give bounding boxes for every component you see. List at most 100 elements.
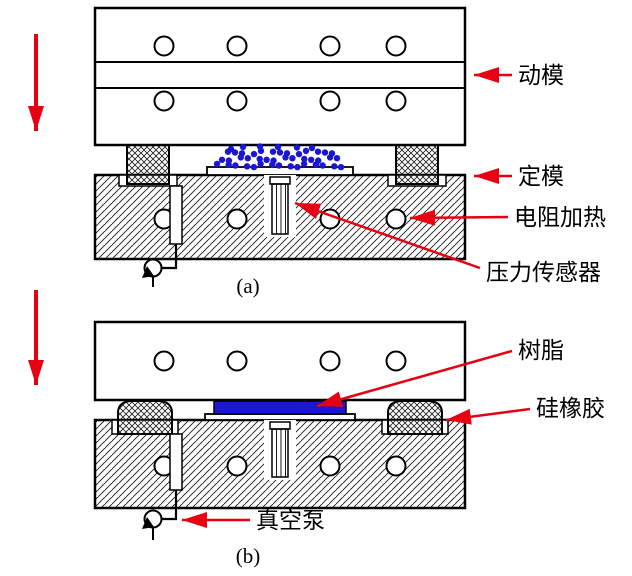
text-labels: 动模 定模 电阻加热 压力传感器 树脂 硅橡胶 真空泵 [256, 63, 606, 533]
resin-granule-dot [294, 163, 301, 171]
heating-hole [385, 350, 407, 372]
heating-hole [226, 208, 248, 230]
resin-granule-dot [300, 160, 308, 168]
resin-granule-dot [213, 160, 221, 168]
heating-hole [385, 90, 407, 112]
resin-granule-dot [283, 150, 291, 157]
heating-hole [226, 455, 248, 477]
resin-granule-dot [315, 157, 322, 164]
silicone-seal-left [117, 400, 173, 435]
resin-granule-dot [274, 143, 282, 151]
resin-granule-dot [256, 143, 264, 150]
resistance-heating-pointer-arrow [409, 209, 509, 226]
resin-granule-dot [244, 155, 251, 162]
resin-granule-dot [293, 144, 301, 151]
resin-granule-dot [308, 144, 316, 152]
label-fixed-mold: 定模 [518, 164, 564, 189]
resin-granule-dot [319, 162, 326, 169]
label-resin: 树脂 [518, 338, 564, 363]
resin-granule-dot [250, 163, 258, 171]
guide-post-left [126, 144, 170, 185]
vacuum-line-a [142, 185, 183, 287]
resin-granule-dot [337, 163, 345, 171]
heating-hole [385, 35, 407, 57]
heating-hole [385, 455, 407, 477]
guide-post-right [395, 144, 439, 185]
resin-granule-dot [302, 147, 310, 155]
resin-granule-dot [321, 149, 329, 156]
resin-granule-dot [276, 149, 284, 156]
heating-hole [226, 350, 248, 372]
resin-granule-dot [287, 163, 294, 170]
silicone-pointer-arrow [445, 407, 531, 425]
resin-granule-dot [333, 155, 341, 162]
silicone-seals [117, 400, 443, 435]
label-pressure-sensor: 压力传感器 [486, 260, 601, 285]
resin-granule-dot [218, 156, 226, 163]
pressure-sensor-pointer-arrow [294, 201, 481, 270]
sensor-cap [269, 421, 291, 430]
fixed-mold-a [93, 166, 467, 261]
red-arrows [28, 34, 531, 528]
heating-hole [153, 35, 175, 57]
vacuum-pipe [162, 244, 178, 270]
resin-granule-dot [295, 150, 303, 158]
resin-granule-dot [275, 162, 283, 169]
heating-hole [153, 90, 175, 112]
resin-granule-dot [269, 148, 277, 155]
resin-granule-dot [301, 155, 308, 163]
moving-mold-b [93, 320, 467, 402]
guide-posts-a [126, 144, 439, 185]
pump-triangle-icon [142, 517, 154, 529]
resin-granule-dot [331, 163, 338, 170]
resin-granule-dot [308, 156, 315, 163]
pump-triangle-icon [142, 266, 154, 278]
caption-a: (a) [236, 274, 259, 298]
resin-granule-dot [314, 148, 322, 155]
figure-a: (a) [93, 6, 467, 298]
vacuum-pipe [162, 490, 178, 521]
caption-b: (b) [236, 544, 261, 568]
resin-granule-dot [270, 157, 277, 164]
resin-granule-dot [227, 145, 235, 153]
resin-sheet [213, 400, 347, 415]
figure-b: (b) [93, 320, 467, 568]
resin-granule-dot [250, 150, 258, 158]
heating-hole [319, 35, 341, 57]
moving-mold-a [93, 6, 467, 147]
resin-granule-dot [239, 143, 247, 151]
vacuum-channel [169, 433, 183, 491]
vacuum-line-b [142, 433, 183, 540]
resin-granule-dot [238, 150, 246, 157]
resin-granule-dot [328, 150, 336, 157]
pressure-sensor-body [271, 428, 289, 478]
resin-granule-dot [225, 157, 233, 164]
moving-mold-body [93, 6, 467, 147]
resin-granule-dot [263, 156, 270, 163]
heating-hole [319, 350, 341, 372]
resin-granule-dot [243, 163, 251, 170]
mold-land [204, 413, 356, 421]
heating-hole [319, 455, 341, 477]
annotations: 动模 定模 电阻加热 压力传感器 树脂 硅橡胶 真空泵 [28, 34, 606, 533]
resin-granules [213, 143, 345, 171]
heating-hole [226, 90, 248, 112]
resin-granule-dot [256, 155, 263, 163]
pressure-sensor-body [271, 183, 289, 235]
label-moving-mold: 动模 [518, 63, 564, 88]
vacuum-channel [169, 185, 183, 245]
label-vacuum-pump: 真空泵 [256, 508, 325, 533]
moving-mold-body [93, 320, 467, 402]
resin-granule-dot [232, 162, 239, 169]
heating-hole [226, 35, 248, 57]
label-silicone-rubber: 硅橡胶 [536, 396, 605, 421]
silicone-seal-right [387, 400, 443, 435]
heating-hole [319, 90, 341, 112]
heating-hole [385, 208, 407, 230]
sensor-cap [269, 176, 291, 185]
heating-hole [153, 350, 175, 372]
resin-granule-dot [289, 155, 296, 162]
label-resistance-heating: 电阻加热 [514, 205, 606, 230]
resin-granule-dot [257, 160, 264, 168]
